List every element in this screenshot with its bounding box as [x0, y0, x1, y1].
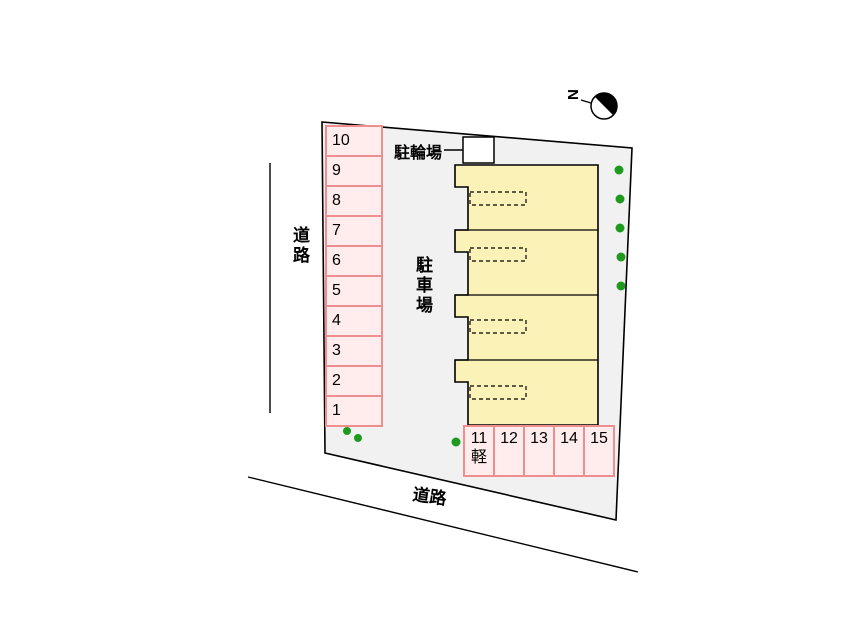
parking-stall-11: 11 軽: [463, 425, 495, 477]
parking-stall-1: 1: [325, 395, 383, 427]
tree-dot: [616, 281, 626, 291]
parking-stall-9: 9: [325, 155, 383, 187]
tree-dot: [343, 427, 351, 435]
parking-stall-12: 12: [493, 425, 525, 477]
bicycle-parking-box: [462, 136, 495, 164]
stall-number: 15: [590, 430, 608, 447]
north-label: N: [565, 89, 582, 100]
car-parking-label: 駐車場: [413, 256, 432, 316]
road-label-left: 道路: [290, 226, 309, 266]
parking-stall-14: 14: [553, 425, 585, 477]
bicycle-parking-label: 駐輪場: [394, 145, 443, 162]
kei-car-label: 軽: [470, 449, 487, 466]
road-label-bottom: 道路: [411, 485, 448, 509]
stall-number: 11: [470, 430, 488, 447]
parking-stall-5: 5: [325, 275, 383, 307]
north-arrow-fill: [594, 92, 618, 116]
tree-dot: [354, 434, 362, 442]
tree-dot: [615, 194, 625, 204]
road-line-bottom: [247, 476, 639, 573]
stall-number: 13: [530, 430, 548, 447]
parking-stall-3: 3: [325, 335, 383, 367]
parking-stall-6: 6: [325, 245, 383, 277]
stall-number: 12: [500, 430, 518, 447]
overhang-dashed-outline: [469, 247, 527, 262]
parking-stall-4: 4: [325, 305, 383, 337]
parking-stall-15: 15: [583, 425, 615, 477]
parking-stall-13: 13: [523, 425, 555, 477]
tree-dot: [451, 437, 461, 447]
parking-stall-row: 11 軽 12 13 14 15: [463, 425, 615, 477]
north-arrow-tail: [580, 99, 592, 104]
parking-stall-column: 10 9 8 7 6 5 4 3 2 1: [325, 125, 383, 427]
parking-stall-2: 2: [325, 365, 383, 397]
overhang-dashed-outline: [469, 191, 527, 206]
stall-number: 14: [560, 430, 578, 447]
tree-dot: [615, 223, 625, 233]
overhang-dashed-outline: [469, 385, 527, 400]
tree-dot: [616, 252, 626, 262]
parking-stall-8: 8: [325, 185, 383, 217]
overhang-dashed-outline: [469, 319, 527, 334]
north-arrow-icon: N: [565, 89, 618, 120]
tree-dot: [614, 165, 624, 175]
parking-stall-10: 10: [325, 125, 383, 157]
parking-stall-7: 7: [325, 215, 383, 247]
